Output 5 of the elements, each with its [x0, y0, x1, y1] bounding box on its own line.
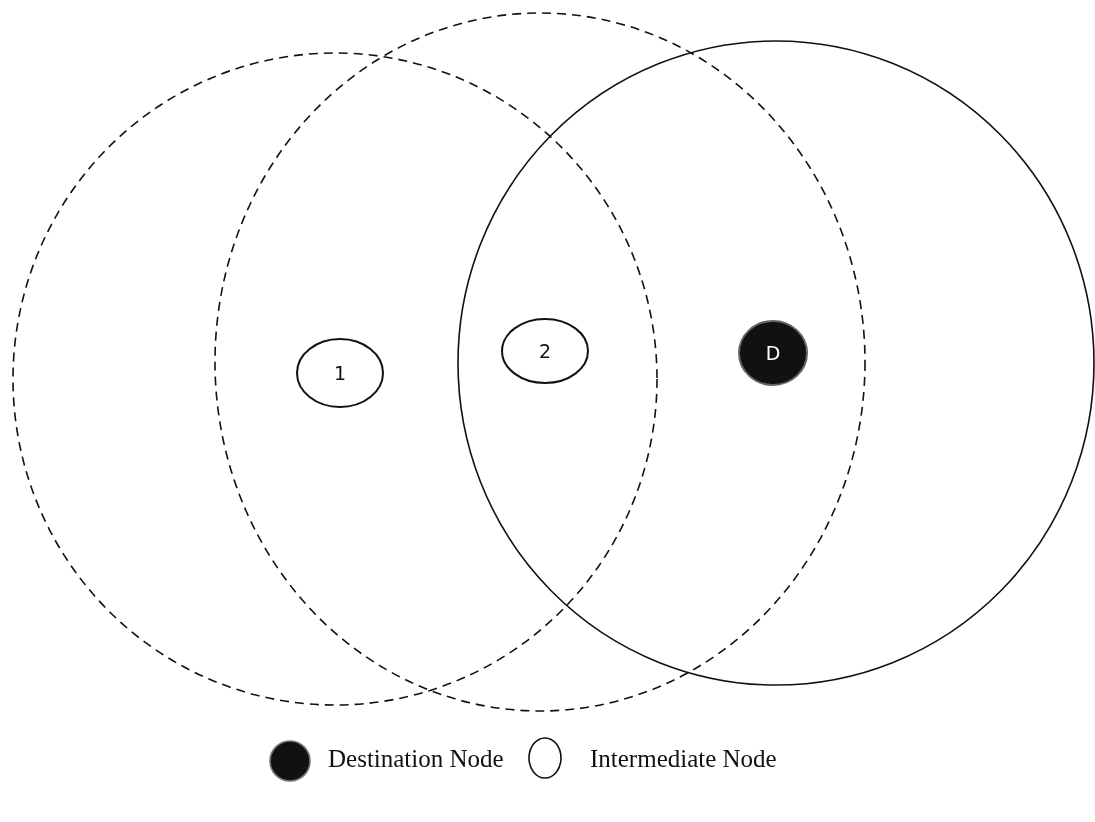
- node-label: D: [765, 342, 781, 364]
- legend-label: Intermediate Node: [590, 745, 777, 773]
- node-label: 2: [538, 340, 552, 362]
- legend-label: Destination Node: [328, 745, 504, 773]
- node-label: 1: [333, 362, 347, 384]
